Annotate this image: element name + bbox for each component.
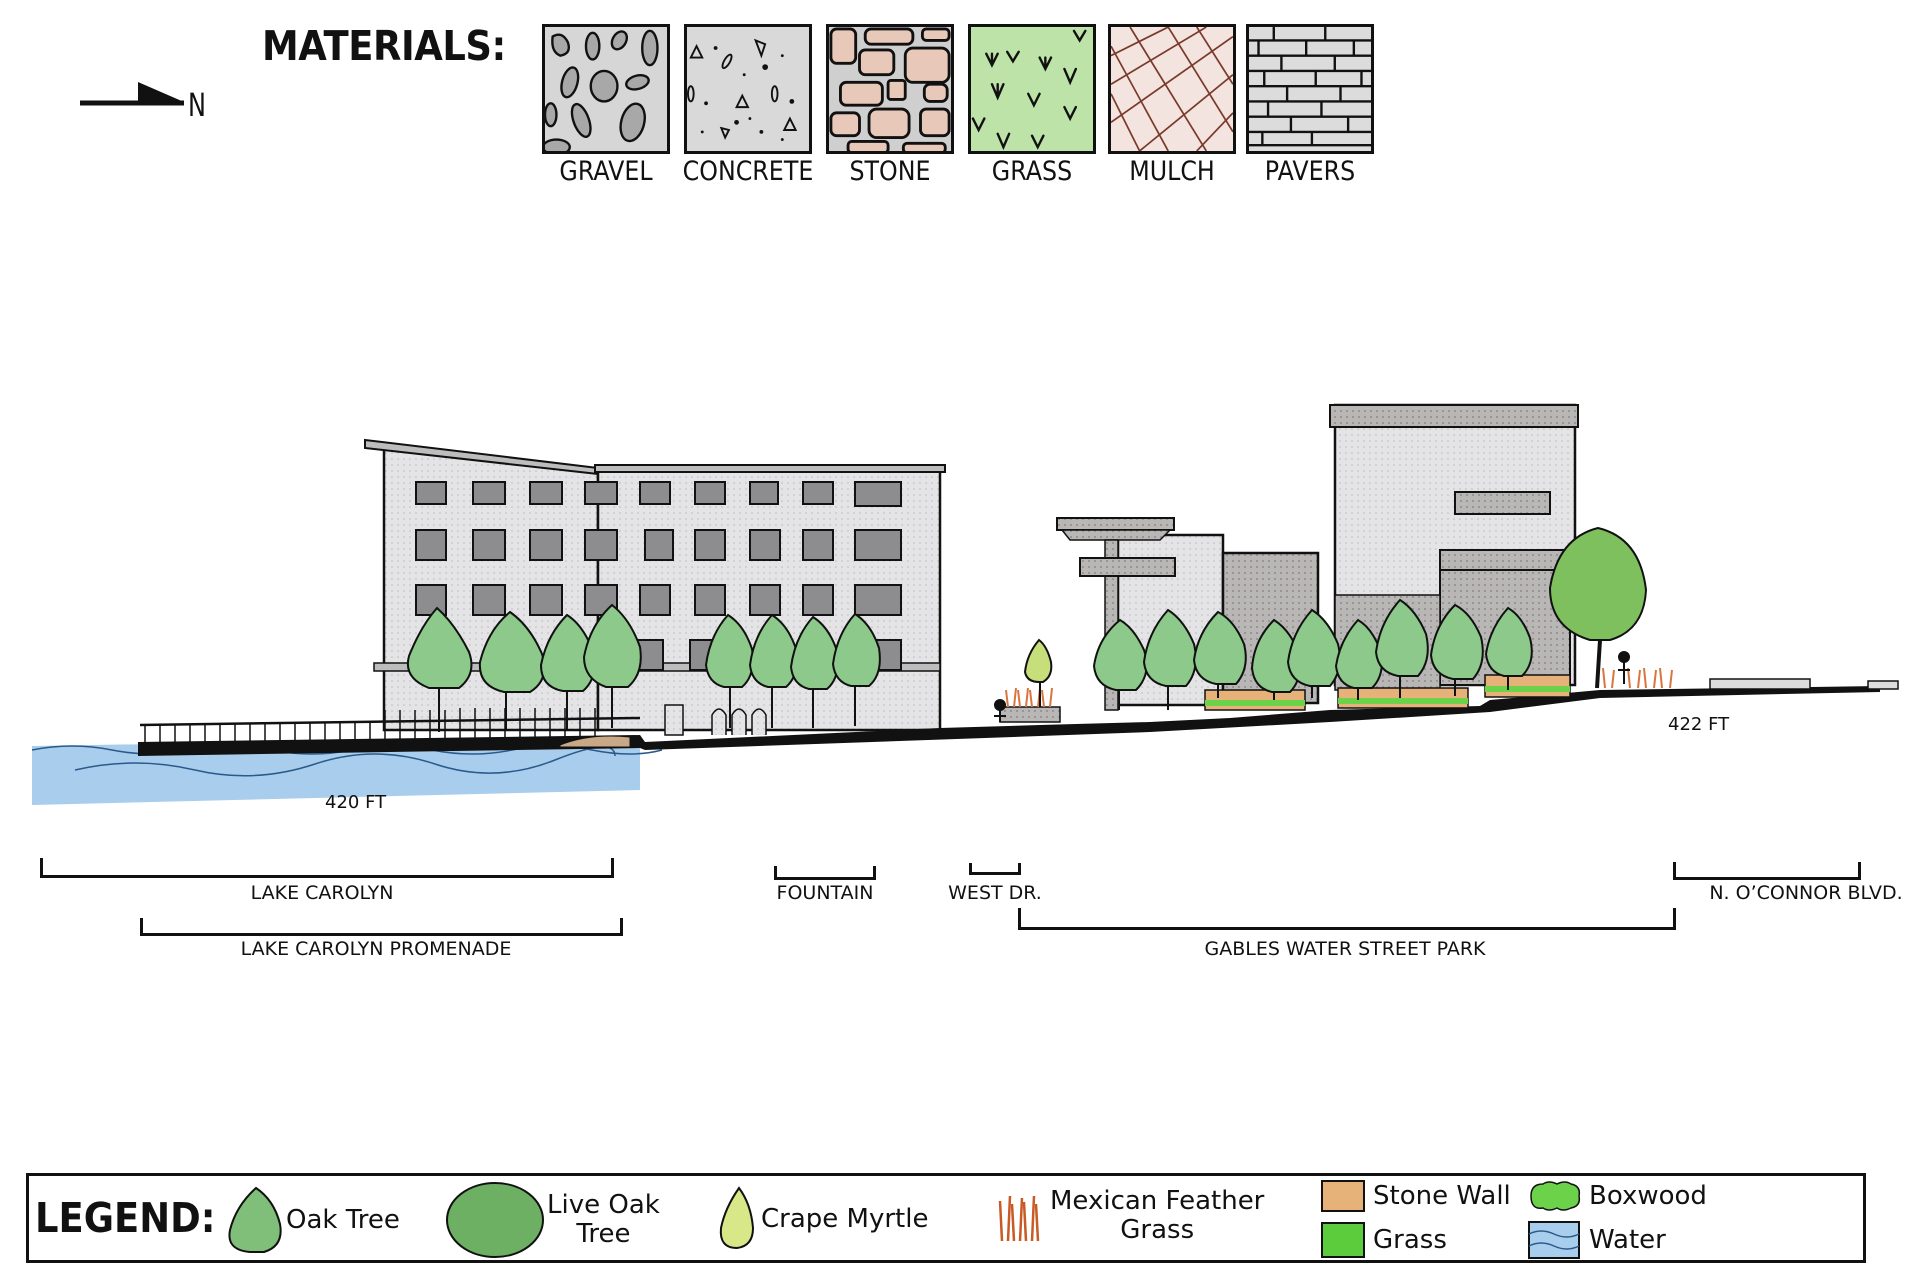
left-building	[364, 438, 946, 736]
people	[994, 651, 1630, 722]
gravel-pattern-icon	[545, 27, 667, 151]
live-oak-tree-icon	[446, 1182, 544, 1258]
legend-label-oak-tree: Oak Tree	[286, 1204, 400, 1235]
legend-item-water: Water	[1527, 1220, 1666, 1260]
legend-item-stone-wall: Stone Wall	[1321, 1180, 1511, 1212]
material-label-pavers: PAVERS	[1264, 156, 1356, 187]
elevation-svg	[31, 403, 1899, 805]
oak-tree-icon	[228, 1186, 282, 1253]
pavers-pattern-icon	[1249, 27, 1371, 151]
concrete-pattern-icon	[687, 27, 809, 151]
north-label: N	[188, 86, 206, 124]
legend-label-water: Water	[1589, 1224, 1666, 1255]
grass-swatch	[1321, 1222, 1365, 1258]
water-swatch	[1528, 1221, 1580, 1259]
legend-label-crape-myrtle: Crape Myrtle	[761, 1203, 929, 1234]
material-label-gravel: GRAVEL	[559, 156, 653, 187]
legend-label-grass: Grass	[1373, 1224, 1447, 1255]
legend-item-oak-tree: Oak Tree	[224, 1186, 400, 1254]
site-elevation-drawing	[0, 380, 1920, 820]
bracket-fountain	[774, 866, 876, 880]
zone-label-west-dr: WEST DR.	[948, 882, 1042, 904]
material-swatch-concrete	[684, 24, 812, 154]
zone-label-lake-carolyn: LAKE CAROLYN	[250, 882, 394, 904]
crape-myrtle-icon	[719, 1186, 755, 1250]
materials-title: MATERIALS:	[262, 22, 506, 70]
material-label-concrete: CONCRETE	[682, 156, 814, 187]
ground-profile	[138, 686, 1880, 756]
boxwood-icon	[1530, 1181, 1581, 1211]
material-swatch-stone	[826, 24, 954, 154]
stone-pattern-icon	[829, 27, 951, 151]
north-arrow-icon	[80, 82, 184, 106]
zone-label-lake-carolyn-promenade: LAKE CAROLYN PROMENADE	[240, 938, 512, 960]
material-label-stone: STONE	[849, 156, 931, 187]
elevation-420-label: 420 FT	[325, 792, 387, 813]
zone-label-gables-water-street-park: GABLES WATER STREET PARK	[1204, 938, 1486, 960]
material-label-mulch: MULCH	[1129, 156, 1215, 187]
material-swatch-grass	[968, 24, 1096, 154]
legend-title: LEGEND:	[35, 1194, 216, 1242]
legend-label-boxwood: Boxwood	[1589, 1180, 1707, 1211]
material-label-grass: GRASS	[991, 156, 1073, 187]
stone-wall-swatch	[1321, 1180, 1365, 1212]
legend-item-grass: Grass	[1321, 1222, 1447, 1258]
north-arrow	[78, 80, 218, 130]
legend-label-stone-wall: Stone Wall	[1373, 1180, 1511, 1211]
elevation-422-label: 422 FT	[1668, 714, 1730, 735]
bracket-west-dr	[969, 863, 1021, 875]
material-swatch-gravel	[542, 24, 670, 154]
mexican-feather-grass-icon	[998, 1195, 1040, 1242]
mulch-pattern-icon	[1111, 27, 1233, 151]
bracket-lake-carolyn	[40, 858, 614, 878]
promenade-railing	[139, 708, 641, 745]
material-swatch-mulch	[1108, 24, 1236, 154]
zone-label-n-oconnor-blvd: N. O’CONNOR BLVD.	[1709, 882, 1903, 904]
zone-label-fountain: FOUNTAIN	[776, 882, 874, 904]
legend-item-crape-myrtle: Crape Myrtle	[715, 1186, 928, 1252]
grass-pattern-icon	[971, 27, 1093, 151]
material-swatch-pavers	[1246, 24, 1374, 154]
legend-item-boxwood: Boxwood	[1527, 1180, 1707, 1212]
bracket-n-oconnor-blvd	[1673, 862, 1861, 880]
bracket-lake-carolyn-promenade	[140, 918, 623, 936]
mexican-feather-grass	[1005, 667, 1673, 708]
trees	[407, 526, 1648, 732]
bracket-gables-water-street-park	[1018, 908, 1676, 930]
